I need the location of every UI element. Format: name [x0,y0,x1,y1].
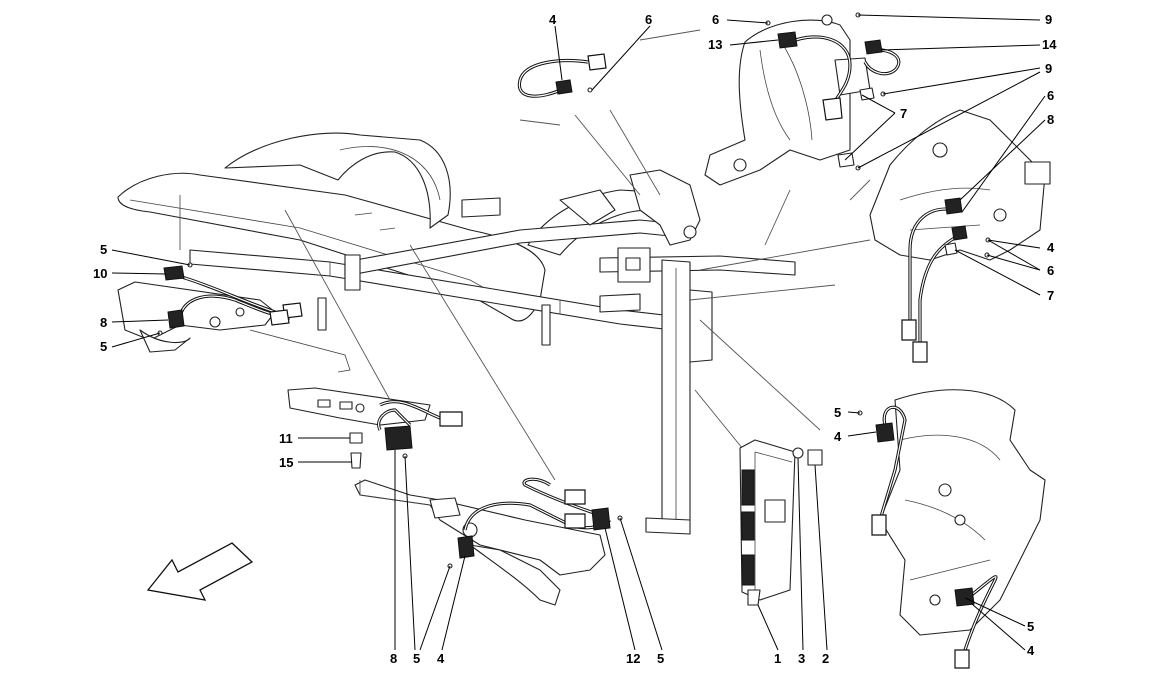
callout-6-right-lower: 6 [1047,263,1054,278]
callout-6-right: 6 [1047,88,1054,103]
callout-8-right: 8 [1047,112,1054,127]
callout-8-left: 8 [100,315,107,330]
callout-8-bottom: 8 [390,651,397,666]
callout-5-bottom-b: 5 [657,651,664,666]
callout-3: 3 [798,651,805,666]
callout-10: 10 [93,266,107,281]
control-unit-ecu [739,439,823,606]
center-switch-bracket [287,387,463,469]
callout-4-right: 4 [1047,240,1055,255]
callout-5-bottom-a: 5 [413,651,420,666]
top-right-hinge-bracket-assembly [704,12,901,186]
callout-4-right-seat: 4 [834,429,842,444]
callout-12: 12 [626,651,640,666]
callout-4-bottom-a: 4 [437,651,445,666]
callout-7-top: 7 [900,106,907,121]
bottom-center-seat-frame [354,477,623,606]
callout-5-bottom-right: 5 [1027,619,1034,634]
callout-labels: 4 6 6 9 13 14 9 7 6 8 4 6 7 5 10 8 5 11 … [93,12,1057,666]
callout-5-left-bottom: 5 [100,339,107,354]
callout-6-top: 6 [645,12,652,27]
callout-13: 13 [708,37,722,52]
callout-5-right-seat: 5 [834,405,841,420]
callout-4-bottom-right: 4 [1027,643,1035,658]
callout-4-top: 4 [549,12,557,27]
callout-9-top-right: 9 [1045,12,1052,27]
callout-9-right: 9 [1045,61,1052,76]
callout-6-top-right: 6 [712,12,719,27]
callout-7-right: 7 [1047,288,1054,303]
callout-5-left-top: 5 [100,242,107,257]
left-seat-frame-assembly [117,262,303,353]
callout-15: 15 [279,455,293,470]
bottom-right-seat-assembly [857,389,1046,669]
front-direction-arrow [146,542,254,601]
top-center-sensor-harness [517,53,607,98]
callout-2: 2 [822,651,829,666]
callout-11: 11 [279,431,293,446]
dashboard-crossbeam-structure [117,132,796,535]
assembly-guide-lines [179,29,871,481]
callout-14: 14 [1042,37,1057,52]
callout-leader-lines [111,14,1046,651]
callout-1: 1 [774,651,781,666]
right-hinge-assembly [869,109,1051,363]
